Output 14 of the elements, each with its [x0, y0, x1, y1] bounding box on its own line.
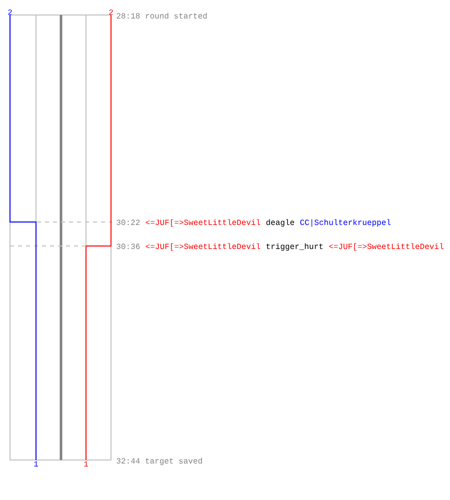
time-label: 30:22 [116, 220, 140, 226]
player-name: <=JUF[=>SweetLittleDevil [146, 243, 260, 251]
player-count: 1 [34, 461, 38, 466]
player-count: 1 [84, 461, 88, 466]
player-name: <=JUF[=>SweetLittleDevil [146, 219, 260, 227]
event-text: 28:18 round started [116, 12, 207, 19]
player-name: <=JUF[=>SweetLittleDevil [329, 243, 444, 251]
player-name: CC|Schulterkrueppel [300, 219, 391, 227]
weapon-name: trigger_hurt [266, 243, 323, 251]
player-count: 2 [109, 9, 113, 15]
event-text: 32:44 target saved [116, 458, 202, 466]
player-count: 2 [8, 9, 12, 15]
time-label: 30:36 [116, 244, 140, 250]
weapon-name: deagle [266, 219, 294, 227]
